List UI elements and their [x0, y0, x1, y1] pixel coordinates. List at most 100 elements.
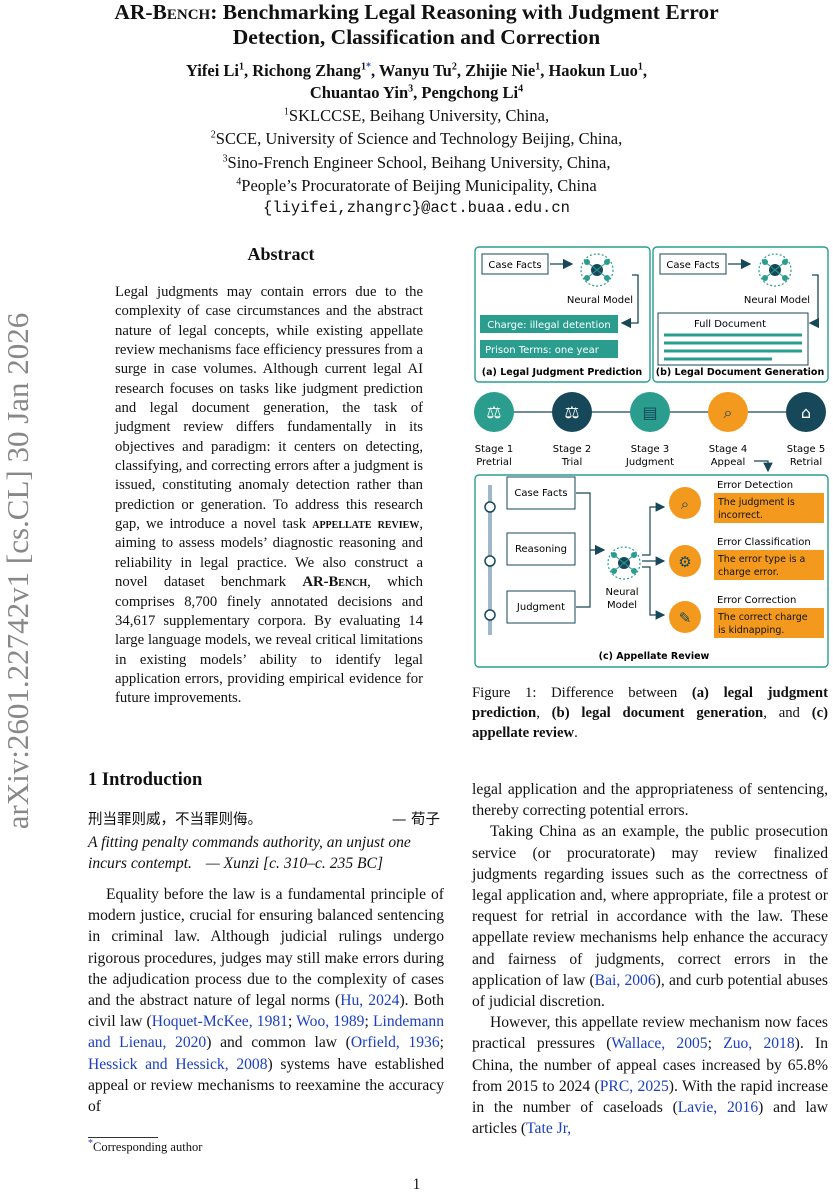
output-text-3b: is kidnapping.: [718, 625, 784, 636]
text-run: ;: [364, 1013, 373, 1031]
author-name: Haokun Luo: [548, 61, 638, 80]
citation-link[interactable]: Hessick and Hessick, 2008: [88, 1055, 268, 1073]
panel-c-frame: [474, 474, 829, 668]
svg-text:⚖: ⚖: [564, 403, 579, 423]
output-box: [714, 608, 824, 638]
author-sep: ,: [370, 61, 379, 80]
stage-2-name: Stage 2: [553, 444, 591, 455]
citation-link[interactable]: Tate Jr,: [526, 1120, 572, 1138]
stage-3-icon: ▤: [630, 392, 670, 432]
author-sup: 1: [239, 61, 245, 73]
svg-text:✎: ✎: [679, 609, 692, 627]
neural-model-icon: [607, 546, 641, 580]
abstract-task-name: appellate review: [312, 516, 420, 533]
text-run: Equality before the law is a fundamental…: [88, 886, 444, 1010]
output-box: [714, 550, 824, 580]
title-bench-name: AR-Bench: [114, 0, 211, 24]
svg-text:⚙: ⚙: [678, 553, 691, 571]
author-name: Pengchong Li: [421, 83, 519, 102]
affiliation-line: 1SKLCCSE, Beihang University, China,: [0, 104, 833, 127]
text-run: ). Both civil law (: [88, 992, 444, 1031]
citation-link[interactable]: Lindemann and Lienau, 2020: [88, 1013, 444, 1052]
aff-text: SCCE, University of Science and Technolo…: [215, 129, 623, 149]
aff-text: SKLCCSE, Beihang University, China,: [288, 106, 550, 125]
panel-b-model: Neural Model: [744, 295, 810, 306]
author-sep: ,: [456, 61, 466, 80]
citation-link[interactable]: Hu, 2024: [340, 992, 400, 1010]
neural-model-icon: [580, 253, 614, 287]
output-text-2a: The error type is a: [717, 554, 805, 565]
text-run: Taking China as an example, the public p…: [472, 823, 828, 989]
citation-link[interactable]: Bai, 2006: [594, 971, 656, 989]
text-run: ), and curb potential abuses of judicial…: [472, 971, 828, 1011]
author-sup: 1: [360, 61, 366, 73]
stage-5-icon: ⌂: [786, 392, 826, 432]
affiliation-line: 4People’s Procuratorate of Beijing Munic…: [0, 174, 833, 197]
error-detection-icon: ⌕: [669, 487, 701, 519]
stage-3-sub: Judgment: [625, 457, 674, 468]
bracket: [576, 492, 591, 608]
intro-column-right: legal application and the appropriatenes…: [472, 779, 828, 1139]
panel-b-output: Full Document: [694, 319, 766, 330]
paragraph: However, this appellate review mechanism…: [472, 1012, 828, 1139]
text-run: However, this appellate review mechanism…: [472, 1014, 828, 1053]
panel-a-output-2-box: [480, 340, 618, 358]
citation-link[interactable]: PRC, 2025: [599, 1077, 669, 1095]
affiliation-line: 3Sino-French Engineer School, Beihang Un…: [0, 151, 833, 174]
english-quote: A fitting penalty commands authority, an…: [88, 832, 444, 874]
footnote-mark: *: [88, 1137, 93, 1149]
panel-b-input-box: [659, 253, 727, 275]
citation-link[interactable]: Orfield, 1936: [350, 1034, 440, 1052]
abstract-text: Legal judgments may contain errors due t…: [115, 283, 423, 709]
panel-c-label: (c) Appellate Review: [599, 651, 710, 662]
corresponding-mark[interactable]: *: [365, 61, 371, 73]
page-number: 1: [412, 1176, 421, 1193]
panel-c-input-box: [506, 532, 576, 566]
arrow: [642, 502, 666, 556]
figure-1: Case Facts Neural Model Charge: illegal …: [474, 246, 829, 668]
citation-link[interactable]: Hoquet-McKee, 1981: [151, 1013, 288, 1031]
panel-b-frame: [652, 246, 829, 383]
author-list: Yifei Li1, Richong Zhang1*, Wanyu Tu2, Z…: [0, 60, 833, 104]
aff-sup: 1: [283, 106, 289, 118]
author-name: Richong Zhang: [252, 61, 361, 80]
author-name: Wanyu Tu: [378, 61, 452, 80]
stage-5-name: Stage 5: [787, 444, 825, 455]
stage-1-icon: ⚖: [474, 392, 514, 432]
timeline-dot: [484, 555, 496, 567]
svg-text:⌕: ⌕: [724, 403, 733, 422]
citation-link[interactable]: Lavie, 2016: [677, 1099, 759, 1117]
timeline-dot: [484, 501, 496, 513]
panel-b-document-box: [657, 312, 809, 366]
output-text-2b: charge error.: [718, 567, 779, 578]
stage-3-name: Stage 3: [631, 444, 669, 455]
panel-a-frame: [474, 246, 651, 383]
text-run: ) and law articles (: [472, 1099, 828, 1138]
panel-b-input: Case Facts: [666, 260, 719, 271]
citation-link[interactable]: Wallace, 2005: [611, 1035, 708, 1053]
text-run: ) and common law (: [206, 1034, 351, 1052]
chinese-quote: 刑当罪则威，不当罪则侮。 — 荀子: [88, 808, 444, 829]
author-sup: 4: [518, 83, 524, 95]
author-sep: ,: [540, 61, 549, 80]
caption-text: Figure 1: Difference between: [472, 685, 692, 701]
author-name: Yifei Li: [186, 61, 240, 80]
output-title: Error Detection: [717, 480, 793, 491]
arrow: [642, 566, 666, 620]
panel-c-input-box: [506, 590, 576, 624]
text-run: ). With the rapid increase in the number…: [472, 1077, 829, 1117]
text-run: ;: [707, 1035, 724, 1053]
figure-caption: Figure 1: Difference between (a) legal j…: [472, 683, 828, 743]
panel-a-model: Neural Model: [567, 295, 633, 306]
abstract-part: Legal judgments may contain errors due t…: [115, 284, 423, 533]
citation-link[interactable]: Zuo, 2018: [723, 1035, 795, 1053]
author-sup: 1: [637, 61, 643, 73]
author-email[interactable]: {liyifei,zhangrc}@act.buaa.edu.cn: [263, 199, 570, 218]
caption-text: .: [574, 725, 578, 741]
affiliation-line: 2SCCE, University of Science and Technol…: [0, 127, 833, 150]
citation-link[interactable]: Woo, 1989: [296, 1013, 365, 1031]
aff-sup: 2: [210, 129, 216, 141]
panel-a-output-1-box: [480, 315, 618, 333]
arrow: [620, 274, 639, 329]
abstract-part: , which comprises 8,700 finely annotated…: [115, 574, 423, 707]
